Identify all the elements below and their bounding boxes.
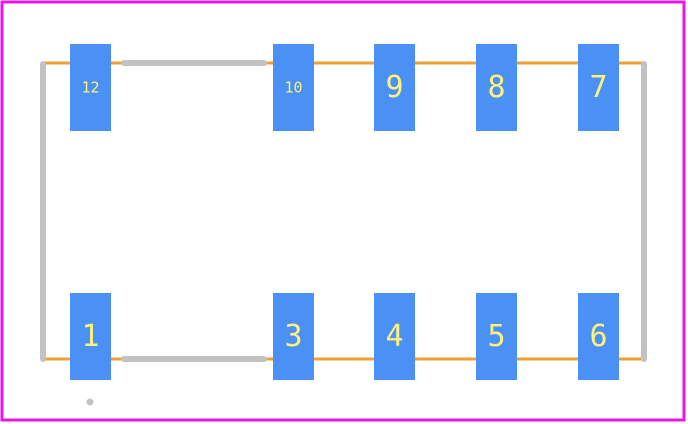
pad-12: 12	[70, 44, 111, 131]
pad-1-rect	[70, 293, 111, 380]
pad-6: 6	[578, 293, 619, 380]
pad-4-label: 4	[385, 319, 403, 354]
pad-9-rect	[374, 44, 415, 131]
pad-10-rect	[273, 44, 314, 131]
pad-4: 4	[374, 293, 415, 380]
silkscreen-outline	[40, 60, 647, 406]
pad-5-rect	[476, 293, 517, 380]
pad-3: 3	[273, 293, 314, 380]
pin1-marker-dot	[86, 398, 94, 406]
fabrication-outline	[43, 61, 644, 361]
pad-8: 8	[476, 44, 517, 131]
pad-5-label: 5	[487, 319, 505, 354]
pad-8-label: 8	[487, 70, 505, 105]
pad-3-rect	[273, 293, 314, 380]
pad-6-label: 6	[589, 319, 607, 354]
pad-10-label: 10	[284, 79, 302, 97]
pad-4-rect	[374, 293, 415, 380]
pad-7-rect	[578, 44, 619, 131]
pad-10: 10	[273, 44, 314, 131]
pad-7-label: 7	[589, 70, 607, 105]
pad-12-rect	[70, 44, 111, 131]
pads: 12 10 9 8 7 1 3 4 5 6	[70, 44, 619, 380]
pad-1-label: 1	[81, 319, 99, 354]
pad-1: 1	[70, 293, 111, 380]
pad-9-label: 9	[385, 70, 403, 105]
pad-7: 7	[578, 44, 619, 131]
pad-5: 5	[476, 293, 517, 380]
pad-12-label: 12	[81, 79, 99, 97]
pad-6-rect	[578, 293, 619, 380]
pad-3-label: 3	[284, 319, 302, 354]
pad-8-rect	[476, 44, 517, 131]
pad-9: 9	[374, 44, 415, 131]
